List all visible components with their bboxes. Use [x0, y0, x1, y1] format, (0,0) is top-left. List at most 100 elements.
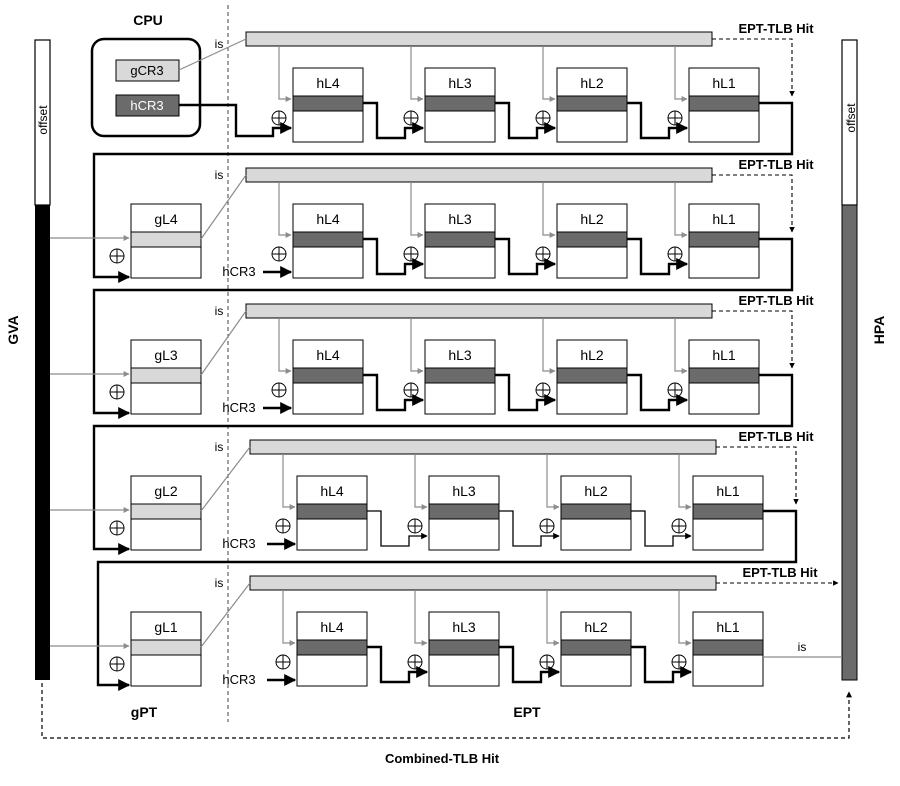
guest-table-gl3: gL3: [130, 339, 202, 415]
lookup-line: [410, 182, 424, 238]
ept-table-hl3-entry: [424, 231, 496, 248]
ept-table-hl3-label: hL3: [452, 483, 476, 499]
guest-to-bar-line: [200, 174, 247, 240]
ept-table-hl1-label: hL1: [712, 211, 736, 227]
oplus-adder-icon: [403, 246, 419, 262]
ept-table-hl2-entry: [560, 639, 632, 656]
ept-tlb-hit-label: EPT-TLB Hit: [738, 429, 814, 444]
lookup-line: [542, 182, 556, 238]
ept-table-hl3-label: hL3: [452, 619, 476, 635]
ept-chain: [627, 373, 689, 412]
lookup-line: [674, 182, 688, 238]
gcr3-label: gCR3: [130, 63, 163, 78]
oplus-adder-icon: [275, 518, 291, 534]
guest-to-bar-line: [200, 582, 251, 648]
ept-chain: [631, 510, 692, 547]
oplus-adder-icon: [109, 656, 125, 672]
guest-table-gl2-entry: [130, 503, 202, 520]
ept-table-hl2: hL2: [560, 475, 632, 551]
oplus-adder-icon: [109, 384, 125, 400]
cpu-title: CPU: [133, 12, 163, 28]
gcr3-register: [115, 59, 180, 82]
ept-table-hl4: hL4: [296, 611, 368, 687]
lookup-line: [674, 318, 688, 374]
ept-table-hl3: hL3: [424, 203, 496, 279]
ept-table-hl4-entry: [292, 367, 364, 384]
hcr3-feed-label: hCR3: [222, 672, 255, 687]
ept-chain: [495, 373, 557, 412]
ept-chain: [627, 237, 689, 276]
ept-table-hl2-label: hL2: [580, 347, 604, 363]
level-output-line: [92, 101, 794, 283]
lookup-line: [542, 46, 556, 102]
lookup-line: [678, 454, 692, 510]
ept-table-hl1-entry: [688, 231, 760, 248]
ept-tlb-hit-label: EPT-TLB Hit: [738, 293, 814, 308]
lookup-line: [546, 590, 560, 646]
oplus-adder-icon: [671, 654, 687, 670]
is-label: is: [215, 440, 224, 454]
lookup-line: [278, 182, 292, 238]
ept-table-hl2: hL2: [560, 611, 632, 687]
ept-table-hl2-entry: [556, 367, 628, 384]
guest-table-gl1: gL1: [130, 611, 202, 687]
ept-table-hl2: hL2: [556, 203, 628, 279]
gva-offset-label: offset: [36, 105, 50, 135]
ept-table-hl1: hL1: [692, 475, 764, 551]
oplus-adder-icon: [407, 654, 423, 670]
ept-chain: [495, 101, 557, 140]
oplus-adder-icon: [109, 248, 125, 264]
ept-table-hl3-entry: [424, 367, 496, 384]
ept-table-hl2-label: hL2: [584, 619, 608, 635]
lookup-line: [278, 46, 292, 102]
combined-tlb-hit-label: Combined-TLB Hit: [385, 751, 500, 766]
ept-tlb-hit-path: [712, 38, 795, 97]
ept-chain: [363, 101, 425, 140]
ept-table-hl3-entry: [428, 639, 500, 656]
ept-table-hl4: hL4: [292, 67, 364, 143]
ept-tlb-bar: [245, 31, 713, 47]
oplus-adder-icon: [271, 246, 287, 262]
gpt-label: gPT: [131, 704, 158, 720]
ept-table-hl4-label: hL4: [316, 75, 340, 91]
ept-tlb-hit-label: EPT-TLB Hit: [742, 565, 818, 580]
ept-table-hl3-label: hL3: [448, 211, 472, 227]
oplus-adder-icon: [539, 518, 555, 534]
ept-table-hl1-label: hL1: [712, 347, 736, 363]
ept-table-hl4: hL4: [296, 475, 368, 551]
ept-tlb-bar: [249, 575, 717, 591]
ept-chain: [367, 645, 429, 684]
lookup-line: [282, 454, 296, 510]
lookup-line: [410, 46, 424, 102]
ept-tlb-hit-path: [716, 446, 799, 505]
hpa-label: HPA: [871, 316, 887, 345]
gva-label: GVA: [5, 315, 21, 344]
guest-to-bar-line: [200, 310, 247, 376]
cpu-block: CPU gCR3 hCR3: [90, 12, 202, 138]
oplus-adder-icon: [667, 110, 683, 126]
oplus-adder-icon: [403, 382, 419, 398]
lookup-line: [678, 590, 692, 646]
ept-table-hl1: hL1: [688, 339, 760, 415]
ept-table-hl4-entry: [296, 639, 368, 656]
ept-table-hl3: hL3: [424, 339, 496, 415]
ept-table-hl1: hL1: [688, 67, 760, 143]
lookup-line: [414, 454, 428, 510]
gcr3-to-bar-line: [178, 38, 247, 71]
oplus-adder-icon: [403, 110, 419, 126]
ept-chain: [367, 510, 428, 547]
ept-chain: [499, 510, 560, 547]
ept-table-hl4-label: hL4: [316, 211, 340, 227]
guest-table-gl3-entry: [130, 367, 202, 384]
ept-table-hl4-entry: [296, 503, 368, 520]
ept-chain: [363, 373, 425, 412]
ept-table-hl3: hL3: [428, 475, 500, 551]
hcr3-feed-label: hCR3: [222, 264, 255, 279]
oplus-adder-icon: [535, 246, 551, 262]
ept-table-hl3-label: hL3: [448, 75, 472, 91]
lookup-line: [410, 318, 424, 374]
guest-table-gl1-entry: [130, 639, 202, 656]
ept-table-hl2: hL2: [556, 67, 628, 143]
